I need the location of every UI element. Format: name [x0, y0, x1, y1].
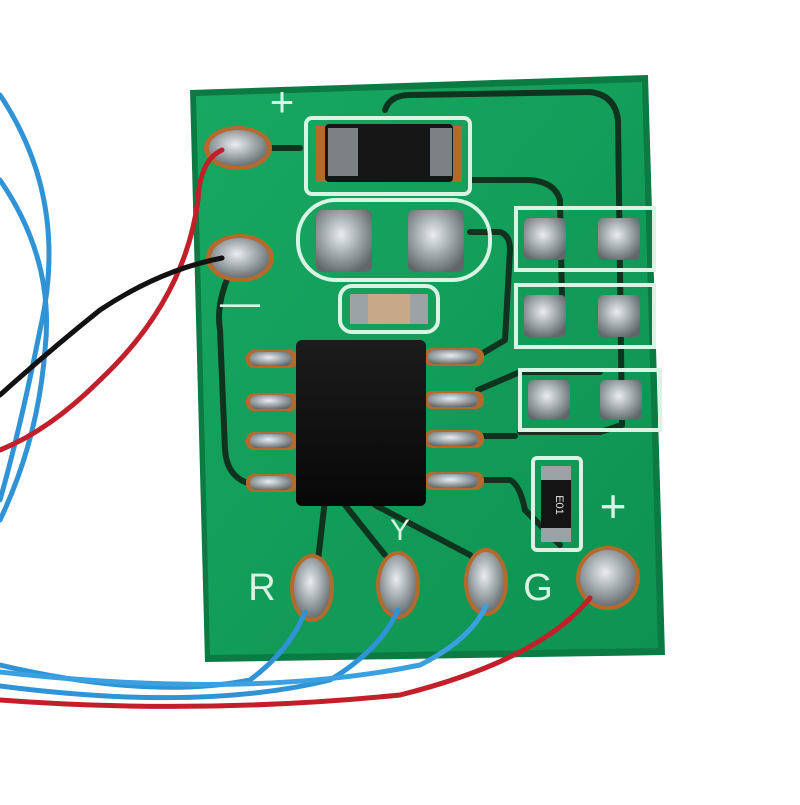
diode-component: [304, 116, 472, 196]
pad-row-2: [514, 283, 656, 349]
pad-row-3: [518, 368, 662, 432]
ic-pins-right: [424, 348, 484, 490]
wires: [0, 92, 593, 709]
smd-pad-pair-top: [296, 198, 492, 282]
smd-capacitor: [338, 284, 440, 334]
pad-row-1: [514, 206, 656, 272]
solder-joints-left: [204, 126, 274, 282]
smd-resistor: E01: [531, 456, 583, 552]
pin-label-r: R: [248, 567, 275, 609]
pin-label-g: G: [523, 567, 553, 609]
pin-label-y: Y: [390, 514, 410, 547]
plus-label-top: +: [270, 78, 295, 125]
resistor-code-text: E01: [553, 495, 565, 515]
solder-joints-bottom: [290, 546, 640, 622]
minus-label-left: —: [220, 281, 260, 325]
ic-chip: [246, 340, 484, 506]
ic-pins-left: [246, 350, 298, 492]
plus-label-bottom-right: +: [600, 480, 627, 532]
